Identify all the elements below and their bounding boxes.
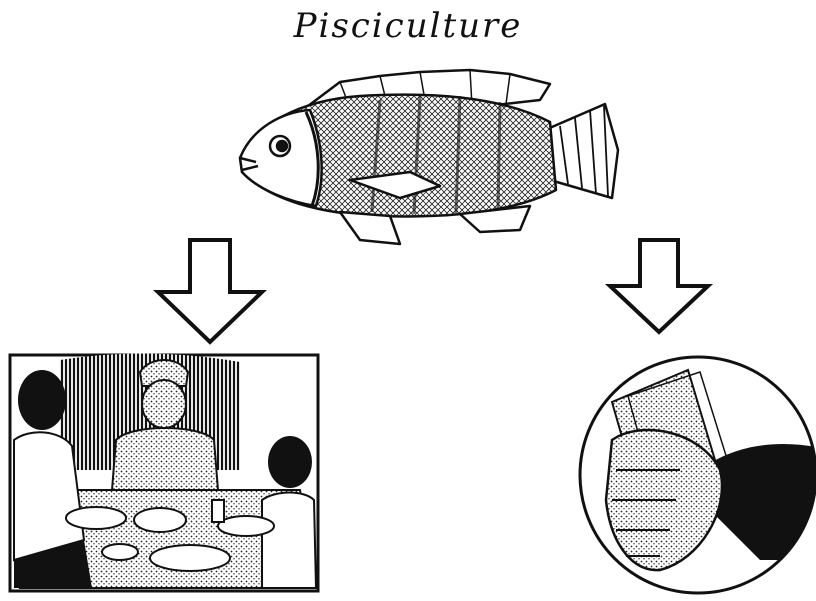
arrow-down-icon [158, 240, 262, 342]
person-right [262, 436, 316, 588]
money-in-hand-illustration [580, 357, 816, 593]
arrow-down-icon [610, 240, 708, 332]
fish-illustration [240, 70, 618, 244]
arrow-down-right [610, 240, 708, 332]
arrow-down-left [158, 240, 262, 342]
plate-left [66, 507, 126, 529]
plate-right [218, 516, 274, 536]
small-bowl [102, 544, 138, 560]
glass [212, 500, 224, 522]
fish-head [240, 110, 322, 206]
plate-front [150, 545, 230, 571]
bowl [134, 508, 186, 532]
pelvic-fin [340, 212, 400, 244]
family-meal-illustration [10, 354, 318, 592]
